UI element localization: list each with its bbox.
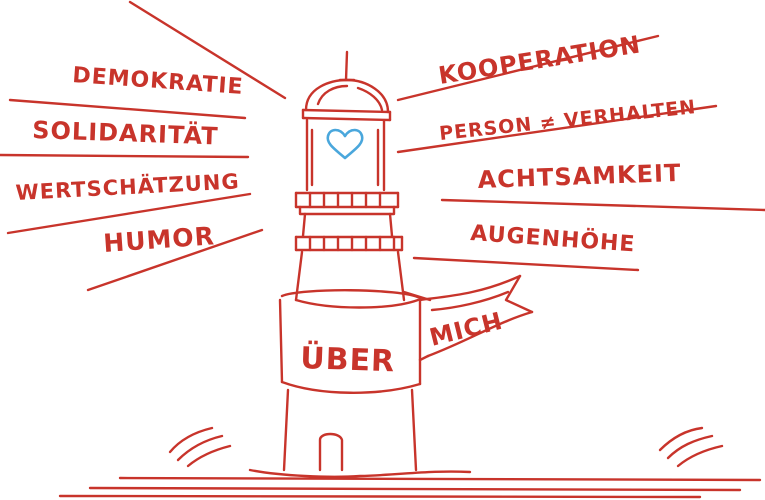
- heart-icon: [326, 128, 364, 160]
- right-guide-lines: [396, 34, 765, 272]
- guide-line: [396, 34, 660, 102]
- value-wertschaetzung: WERTSCHÄTZUNG: [15, 168, 240, 205]
- value-demokratie: DEMOKRATIE: [72, 63, 245, 100]
- value-person-verhalten: PERSON ≠ VERHALTEN: [438, 96, 697, 145]
- banner-word-right: MICH: [427, 307, 506, 352]
- guide-line: [128, 0, 287, 100]
- banner-word-left: ÜBER: [300, 339, 396, 379]
- values-left: DEMOKRATIE SOLIDARITÄT WERTSCHÄTZUNG HUM…: [15, 63, 244, 258]
- values-right: KOOPERATION PERSON ≠ VERHALTEN ACHTSAMKE…: [437, 30, 698, 257]
- guide-line: [396, 104, 718, 154]
- guide-line: [86, 228, 264, 292]
- guide-line: [440, 198, 765, 212]
- value-augenhoehe: AUGENHÖHE: [470, 220, 637, 257]
- guide-line: [0, 153, 250, 159]
- guide-line: [6, 192, 252, 235]
- guide-line: [8, 98, 247, 120]
- value-solidaritaet: SOLIDARITÄT: [32, 115, 219, 150]
- value-kooperation: KOOPERATION: [437, 30, 643, 90]
- guide-line: [412, 256, 640, 272]
- left-guide-lines: [0, 0, 287, 292]
- value-achtsamkeit: ACHTSAMKEIT: [477, 159, 682, 194]
- lighthouse-icon: [58, 50, 762, 499]
- banner: [278, 274, 534, 394]
